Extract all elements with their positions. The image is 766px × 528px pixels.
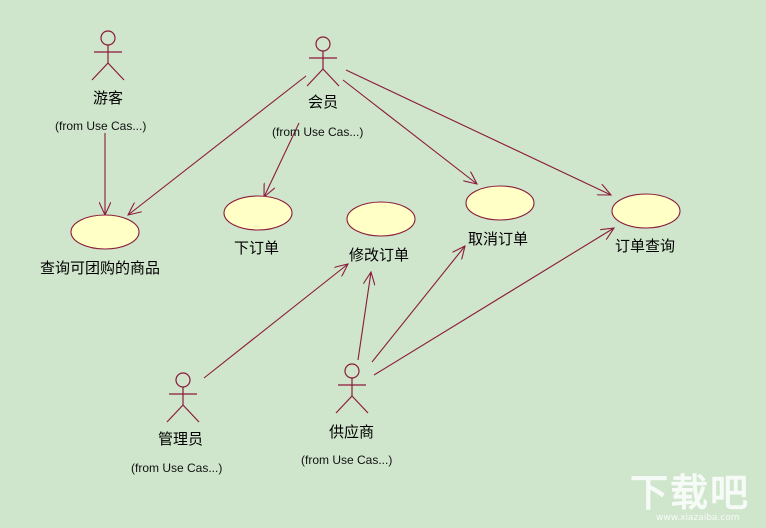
use-case-label-browse: 查询可团购的商品 — [40, 259, 161, 277]
use-case-cancel[interactable] — [465, 185, 535, 221]
use-case-query[interactable] — [611, 193, 681, 229]
association-supplier-query — [373, 228, 614, 376]
use-case-modify[interactable] — [346, 201, 416, 237]
use-case-label-place-order: 下订单 — [234, 239, 280, 257]
use-case-browse[interactable] — [70, 214, 140, 250]
actor-source-tourist: (from Use Cas...) — [55, 119, 147, 133]
actor-label-supplier: 供应商 — [329, 423, 375, 441]
actor-label-tourist: 游客 — [93, 89, 124, 107]
use-case-label-modify-order: 修改订单 — [349, 246, 410, 264]
association-admin-modify — [203, 264, 348, 379]
actor-source-admin: (from Use Cas...) — [131, 461, 223, 475]
actor-admin-icon[interactable] — [166, 372, 200, 423]
use-case-label-order-query: 订单查询 — [615, 237, 676, 255]
actor-source-supplier: (from Use Cas...) — [301, 453, 393, 467]
association-supplier-modify — [357, 272, 371, 361]
use-case-place[interactable] — [223, 195, 293, 231]
actor-label-member: 会员 — [308, 93, 339, 111]
association-member-query — [345, 69, 611, 195]
association-member-cancel — [342, 79, 477, 184]
actor-label-admin: 管理员 — [158, 430, 204, 448]
actor-source-member: (from Use Cas...) — [272, 125, 364, 139]
actor-member-icon[interactable] — [306, 36, 340, 87]
watermark-url: www.xiazaiba.com — [656, 513, 740, 523]
association-supplier-cancel — [371, 246, 465, 363]
watermark-logo: 下载吧 — [630, 471, 751, 515]
association-member-place — [264, 122, 300, 197]
actor-supplier-icon[interactable] — [335, 363, 369, 414]
use-case-label-cancel-order: 取消订单 — [468, 230, 529, 248]
actor-tourist-icon[interactable] — [91, 30, 125, 81]
association-member-browse — [128, 75, 307, 215]
